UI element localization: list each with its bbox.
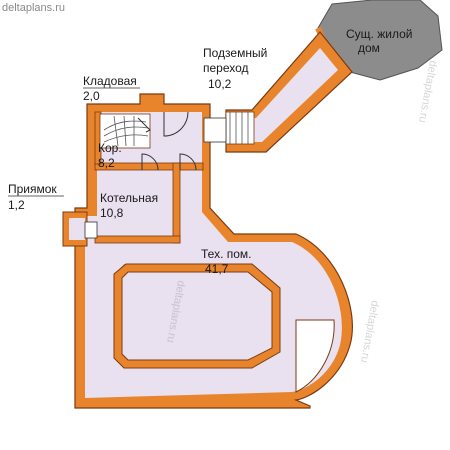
pantry-area: 2,0 xyxy=(83,89,100,103)
house-label-line2: дом xyxy=(358,41,380,55)
boiler-area: 10,8 xyxy=(100,206,124,220)
door-passage xyxy=(203,117,227,143)
pit-area: 1,2 xyxy=(8,198,25,212)
passage-name-line2: переход xyxy=(203,61,249,75)
wall-boiler-bottom xyxy=(94,235,181,244)
boiler-name: Котельная xyxy=(100,191,158,205)
svg-text:deltaplans.ru: deltaplans.ru xyxy=(358,299,381,363)
passage-name-line1: Подземный xyxy=(203,46,267,60)
svg-text:deltaplans.ru: deltaplans.ru xyxy=(416,59,439,123)
stairs-spiral xyxy=(99,113,151,149)
tech-name: Тех. пом. xyxy=(201,247,252,261)
passage-floor xyxy=(234,48,338,142)
pit-name: Приямок xyxy=(8,182,57,196)
stairs-passage xyxy=(225,111,255,145)
pit-floor xyxy=(69,218,85,240)
tech-recess-inner xyxy=(121,271,273,361)
door-corridor xyxy=(141,153,159,171)
wall-boiler-right xyxy=(172,162,181,244)
door-pantry xyxy=(163,111,189,137)
wall-corridor-divider xyxy=(94,162,204,171)
door-boiler xyxy=(179,153,197,171)
tech-recess-outline xyxy=(113,263,281,369)
tech-area: 41,7 xyxy=(205,262,229,276)
corridor-name: Кор. xyxy=(98,141,122,155)
corridor-area: 8,2 xyxy=(98,156,115,170)
pit-window xyxy=(84,221,98,239)
pantry-name: Кладовая xyxy=(83,74,137,88)
site-watermark: deltaplans.ru xyxy=(2,2,65,14)
house-label-line1: Сущ. жилой xyxy=(346,27,412,41)
tech-recess xyxy=(114,264,280,368)
bay-niche xyxy=(295,319,335,393)
passage-area: 10,2 xyxy=(208,77,232,91)
